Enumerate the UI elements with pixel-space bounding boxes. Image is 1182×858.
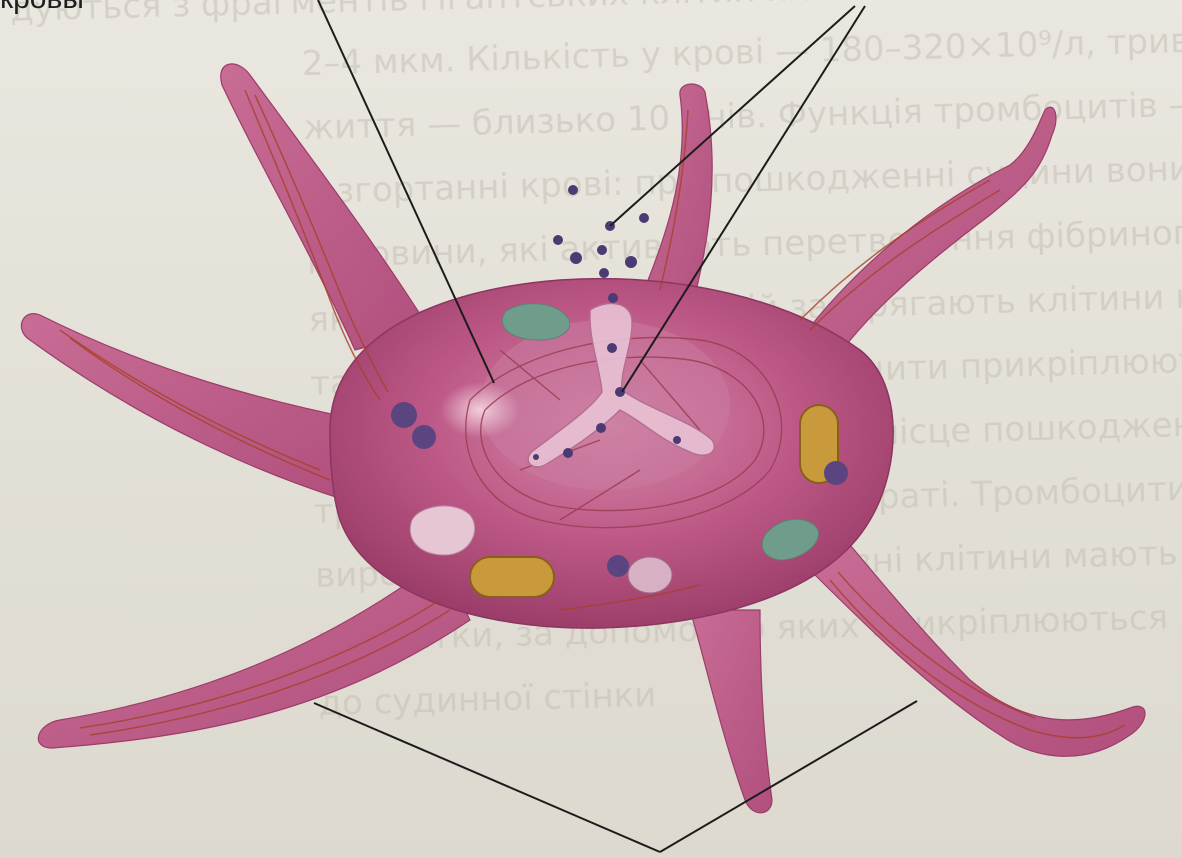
granular-body xyxy=(410,506,474,555)
granule-left-b xyxy=(412,425,436,449)
mitochondrion-bottom xyxy=(470,557,554,597)
label-fragment-top-left: кровы xyxy=(0,0,84,16)
leader-line-pseudopod-left xyxy=(314,703,660,852)
pseudopod-upper-right xyxy=(800,107,1056,360)
pseudopod-bottom xyxy=(690,610,772,813)
leader-line-granule-a xyxy=(610,6,855,226)
vacuole-bottom xyxy=(628,557,672,593)
granule-right xyxy=(824,461,848,485)
granule-left-a xyxy=(391,402,417,428)
leader-line-pseudopod-right xyxy=(660,701,917,852)
pseudopod-lower-right xyxy=(800,545,1145,756)
granule-bottom xyxy=(607,555,629,577)
